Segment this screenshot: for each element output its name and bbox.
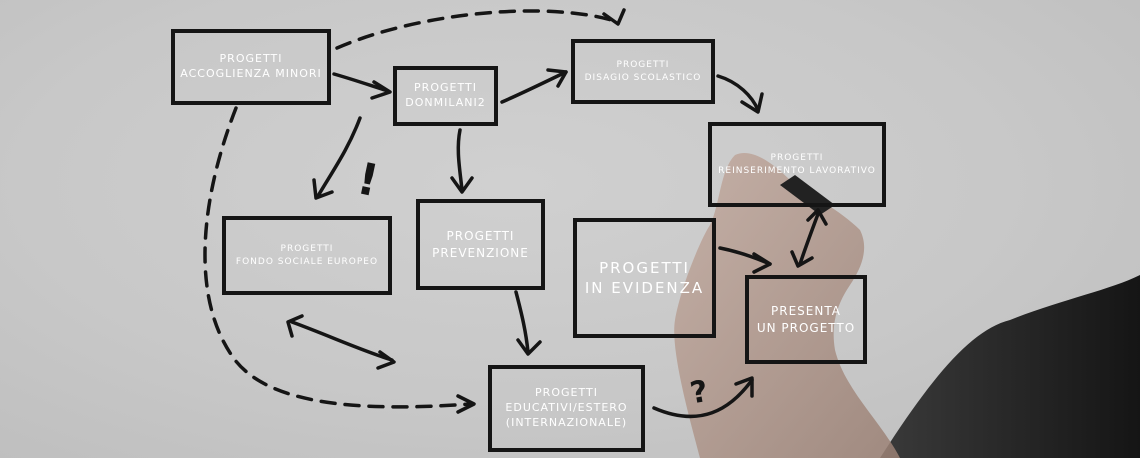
box-reinserimento-lavorativo[interactable]: PROGETTI REINSERIMENTO LAVORATIVO [708, 122, 886, 207]
hand-shape [674, 153, 900, 458]
presenta-un-progetto-button[interactable]: PRESENTA UN PROGETTO [745, 275, 867, 364]
arrowhead-donmilani [370, 80, 392, 100]
question-mark: ? [688, 374, 711, 411]
sleeve-shape [880, 275, 1140, 458]
box-accoglienza-minori[interactable]: PROGETTI ACCOGLIENZA MINORI [171, 29, 331, 105]
arrowhead-presenta-top [790, 250, 814, 268]
box-donmilani2[interactable]: PROGETTI DONMILANI2 [393, 66, 498, 126]
arrowhead-fondo-side [286, 314, 304, 338]
arrow-fondo-educativi-double [290, 320, 394, 362]
box-disagio-scolastico[interactable]: PROGETTI DISAGIO SCOLASTICO [571, 39, 715, 104]
arrowhead-fondo [312, 178, 334, 200]
box-evidenza-line2: IN EVIDENZA [584, 279, 705, 297]
box-prevenzione[interactable]: PROGETTI PREVENZIONE [416, 199, 545, 290]
box-fondo-sociale-europeo[interactable]: PROGETTI FONDO SOCIALE EUROPEO [222, 216, 392, 295]
box-educativi-estero[interactable]: PROGETTI EDUCATIVI/ESTERO (INTERNAZIONAL… [488, 365, 645, 452]
box-presenta-line2: UN PROGETTO [756, 320, 856, 335]
arrow-prevenzione-to-educativi [514, 290, 530, 354]
arrowhead-educativi-top [516, 338, 542, 356]
arrowhead-reinserimento-bottom [806, 208, 828, 226]
box-educativi-line1: PROGETTI [535, 386, 598, 400]
box-donmilani-line1: PROGETTI [414, 81, 477, 95]
box-educativi-line2: EDUCATIVI/ESTERO [505, 401, 628, 415]
box-donmilani-line2: DONMILANI2 [405, 96, 486, 109]
arrow-donmilani-to-prevenzione [456, 128, 464, 192]
arrow-accoglienza-to-disagio [335, 9, 620, 50]
box-reinserimento-line2: REINSERIMENTO LAVORATIVO [718, 165, 876, 176]
box-presenta-line1: PRESENTA [771, 304, 841, 319]
arrow-educativi-to-presenta [652, 378, 754, 419]
box-disagio-line2: DISAGIO SCOLASTICO [584, 72, 702, 83]
arrowhead-presenta-bottom [734, 376, 754, 398]
hand-illustration [674, 153, 1140, 458]
box-fondo-line2: FONDO SOCIALE EUROPEO [235, 256, 379, 267]
arrowhead-educativi-left [456, 394, 476, 414]
arrow-reinserimento-presenta-double [798, 212, 820, 266]
arrowhead-disagio-top [602, 8, 626, 26]
box-in-evidenza[interactable]: PROGETTI IN EVIDENZA [573, 218, 716, 338]
exclamation-mark: ! [353, 153, 383, 207]
arrowhead-reinserimento [740, 92, 764, 114]
box-fondo-line1: PROGETTI [280, 244, 334, 255]
arrow-donmilani-to-fondo [316, 116, 362, 198]
box-accoglienza-line1: PROGETTI [219, 52, 283, 66]
box-accoglienza-line2: ACCOGLIENZA MINORI [180, 67, 322, 80]
box-reinserimento-line1: PROGETTI [770, 153, 824, 164]
box-evidenza-line1: PROGETTI [599, 258, 690, 277]
arrow-donmilani-to-disagio [500, 70, 568, 104]
arrow-disagio-to-reinserimento [716, 74, 760, 112]
arrow-accoglienza-to-educativi [203, 106, 472, 409]
arrowhead-disagio [546, 68, 568, 88]
box-disagio-line1: PROGETTI [616, 60, 670, 71]
arrowhead-presenta-left [752, 252, 772, 274]
box-prevenzione-line1: PROGETTI [446, 229, 515, 244]
box-prevenzione-line2: PREVENZIONE [432, 245, 529, 260]
arrow-accoglienza-to-donmilani [332, 72, 390, 93]
arrowhead-prevenzione [450, 176, 474, 194]
arrowhead-educativi-side [376, 350, 396, 370]
box-educativi-line3: (INTERNAZIONALE) [505, 415, 628, 429]
